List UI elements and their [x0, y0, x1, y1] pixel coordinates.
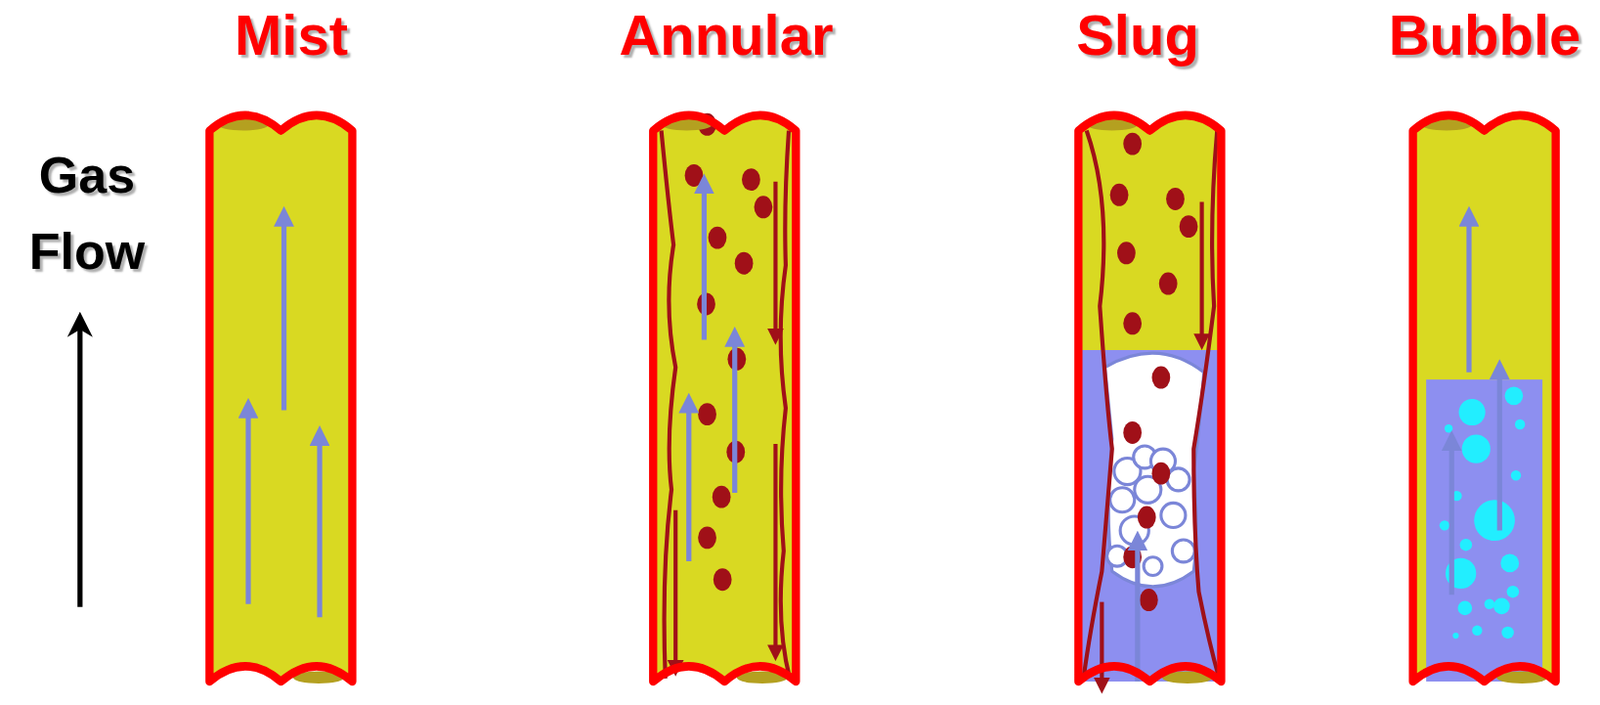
- gas-arrows: [248, 216, 320, 617]
- gas-arrow: [1134, 540, 1140, 682]
- gas-arrows: [689, 183, 736, 562]
- pipe-wall: [652, 115, 796, 682]
- axis-label: Gas Flow: [3, 136, 171, 290]
- pipe-wall: [209, 115, 352, 682]
- gas-arrows: [1451, 216, 1500, 595]
- pipe-body: [1078, 115, 1221, 682]
- liquid-film: [1083, 130, 1220, 679]
- regime-title: Slug: [1076, 1, 1200, 68]
- pipe-body: [652, 115, 796, 682]
- regime-title: Annular: [618, 1, 833, 68]
- regime-title: Bubble: [1388, 1, 1582, 68]
- liquid-down-arrows: [1101, 202, 1202, 687]
- pipe-wall: [1413, 115, 1557, 682]
- pipe-body: [209, 115, 352, 682]
- liquid-down-arrows: [675, 181, 776, 669]
- taylor-bubble: [1104, 352, 1204, 587]
- liquid-column: [1426, 379, 1543, 682]
- gas-bubbles: [1439, 386, 1526, 639]
- flow-arrow: [77, 324, 83, 607]
- droplets: [1110, 132, 1199, 611]
- regime-title: Mist: [234, 1, 348, 68]
- liquid-film: [661, 130, 790, 679]
- pipe-wall: [1078, 115, 1221, 682]
- small-bubbles: [1107, 445, 1196, 576]
- droplets: [685, 113, 774, 591]
- pipe-body: [1413, 115, 1557, 682]
